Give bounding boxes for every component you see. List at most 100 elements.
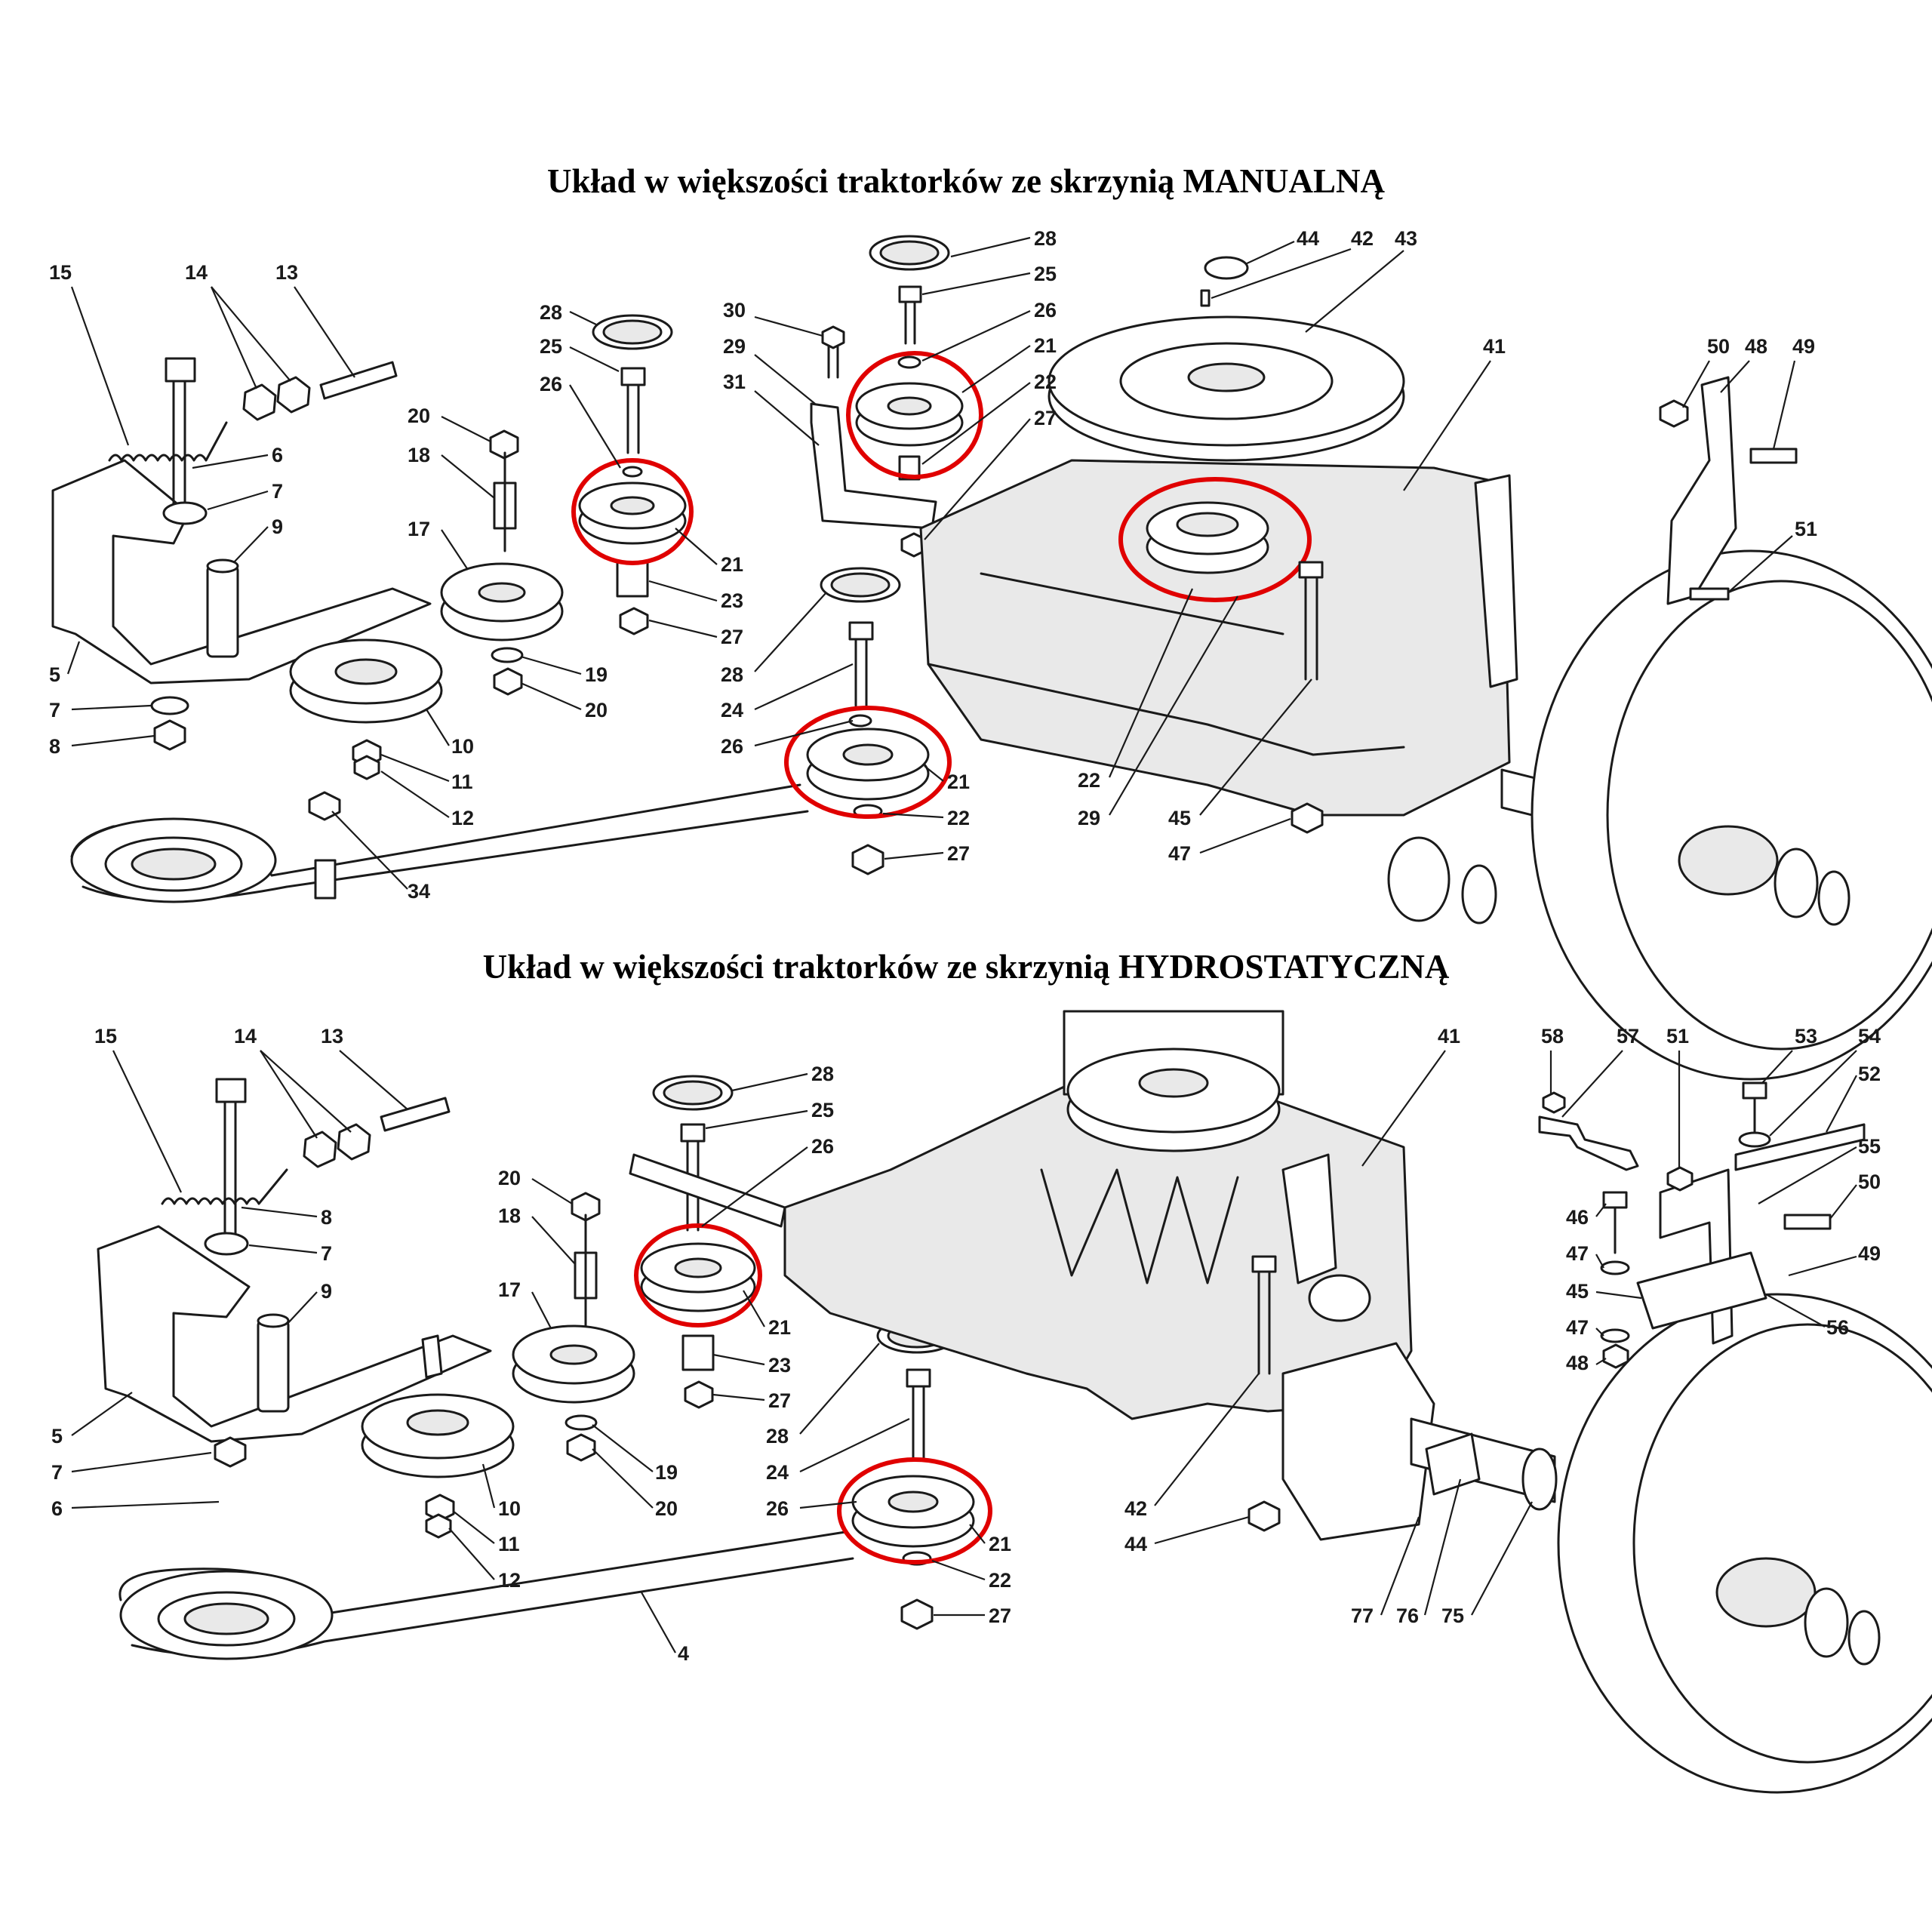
part-label: 42 <box>1351 227 1374 250</box>
tension-spring <box>161 1168 288 1205</box>
part-label: 24 <box>766 1461 789 1484</box>
part-label: 46 <box>1566 1206 1589 1229</box>
linkage-rod <box>1538 1115 1639 1171</box>
part-label: 53 <box>1795 1025 1817 1048</box>
part-label: 26 <box>540 373 562 395</box>
part-label: 4 <box>678 1642 689 1665</box>
part-label: 77 <box>1351 1604 1374 1627</box>
part-label: 14 <box>185 261 208 284</box>
part-label: 55 <box>1858 1135 1881 1158</box>
hydro-panel <box>97 1010 1932 1794</box>
manual-gearbox <box>919 459 1511 817</box>
part-label: 28 <box>1034 227 1057 250</box>
part-label: 51 <box>1666 1025 1689 1048</box>
mounting-plate <box>810 402 937 530</box>
part-label: 27 <box>947 842 970 865</box>
part-label: 26 <box>766 1497 789 1520</box>
part-label: 14 <box>234 1025 257 1048</box>
part-label: 17 <box>408 518 430 540</box>
part-label: 23 <box>721 589 743 612</box>
part-label: 43 <box>1395 227 1417 250</box>
part-label: 17 <box>498 1278 521 1301</box>
part-label: 18 <box>408 444 430 466</box>
axle <box>1410 1417 1556 1503</box>
part-label: 22 <box>1078 769 1100 792</box>
part-label: 26 <box>1034 299 1057 321</box>
part-label: 8 <box>321 1206 332 1229</box>
part-label: 29 <box>1078 807 1100 829</box>
highlight-ring <box>571 458 694 565</box>
part-label: 18 <box>498 1204 521 1227</box>
part-label: 15 <box>94 1025 117 1048</box>
tension-spring <box>108 421 228 462</box>
part-label: 21 <box>768 1316 791 1339</box>
highlight-ring <box>634 1223 762 1327</box>
part-label: 7 <box>49 699 60 721</box>
part-label: 13 <box>275 261 298 284</box>
hydro-diagram-title: Układ w większości traktorków ze skrzyni… <box>482 948 1450 986</box>
threaded-rod <box>380 1097 451 1132</box>
part-label: 15 <box>49 261 72 284</box>
part-label: 27 <box>1034 407 1057 429</box>
part-label: 23 <box>768 1354 791 1377</box>
part-label: 19 <box>585 663 608 686</box>
part-label: 54 <box>1858 1025 1881 1048</box>
part-label: 22 <box>1034 371 1057 393</box>
part-label: 57 <box>1617 1025 1639 1048</box>
hydro-part-labels: 15 14 13 8 7 9 5 7 6 20 18 17 10 11 12 2… <box>51 1025 1881 1665</box>
highlight-ring <box>837 1457 992 1564</box>
part-label: 22 <box>989 1569 1011 1592</box>
part-label: 19 <box>655 1461 678 1484</box>
part-label: 7 <box>321 1242 332 1265</box>
part-label: 29 <box>723 335 746 358</box>
sleeve <box>206 565 239 658</box>
part-label: 56 <box>1826 1316 1849 1339</box>
part-label: 41 <box>1438 1025 1460 1048</box>
part-label: 52 <box>1858 1063 1881 1085</box>
idler-bracket <box>97 1225 492 1443</box>
part-label: 47 <box>1566 1316 1589 1339</box>
part-label: 58 <box>1541 1025 1564 1048</box>
part-label: 41 <box>1483 335 1506 358</box>
part-label: 25 <box>540 335 562 358</box>
part-label: 11 <box>498 1533 520 1555</box>
part-label: 45 <box>1168 807 1191 829</box>
part-label: 6 <box>272 444 283 466</box>
part-label: 49 <box>1792 335 1815 358</box>
part-label: 20 <box>585 699 608 721</box>
part-label: 28 <box>721 663 743 686</box>
part-label: 44 <box>1297 227 1319 250</box>
part-label: 45 <box>1566 1280 1589 1303</box>
part-label: 7 <box>272 480 283 503</box>
part-label: 5 <box>49 663 60 686</box>
manual-diagram-title: Układ w większości traktorków ze skrzyni… <box>547 162 1385 200</box>
part-label: 27 <box>989 1604 1011 1627</box>
part-label: 24 <box>721 699 743 721</box>
part-label: 20 <box>408 405 430 427</box>
part-label: 20 <box>498 1167 521 1189</box>
part-label: 21 <box>989 1533 1011 1555</box>
part-label: 31 <box>723 371 746 393</box>
part-label: 44 <box>1124 1533 1147 1555</box>
part-label: 10 <box>498 1497 521 1520</box>
part-label: 21 <box>1034 334 1057 357</box>
part-label: 50 <box>1707 335 1730 358</box>
part-label: 48 <box>1745 335 1767 358</box>
part-label: 12 <box>451 807 474 829</box>
part-label: 7 <box>51 1461 63 1484</box>
part-label: 28 <box>811 1063 834 1085</box>
part-label: 11 <box>451 771 473 793</box>
part-label: 28 <box>540 301 562 324</box>
part-label: 26 <box>811 1135 834 1158</box>
part-label: 76 <box>1396 1604 1419 1627</box>
shift-bracket <box>1666 376 1737 605</box>
part-label: 50 <box>1858 1171 1881 1193</box>
part-label: 27 <box>768 1389 791 1412</box>
part-label: 49 <box>1858 1242 1881 1265</box>
part-label: 34 <box>408 880 430 903</box>
part-label: 25 <box>811 1099 834 1121</box>
part-label: 75 <box>1441 1604 1464 1627</box>
part-label: 47 <box>1566 1242 1589 1265</box>
part-label: 12 <box>498 1569 521 1592</box>
